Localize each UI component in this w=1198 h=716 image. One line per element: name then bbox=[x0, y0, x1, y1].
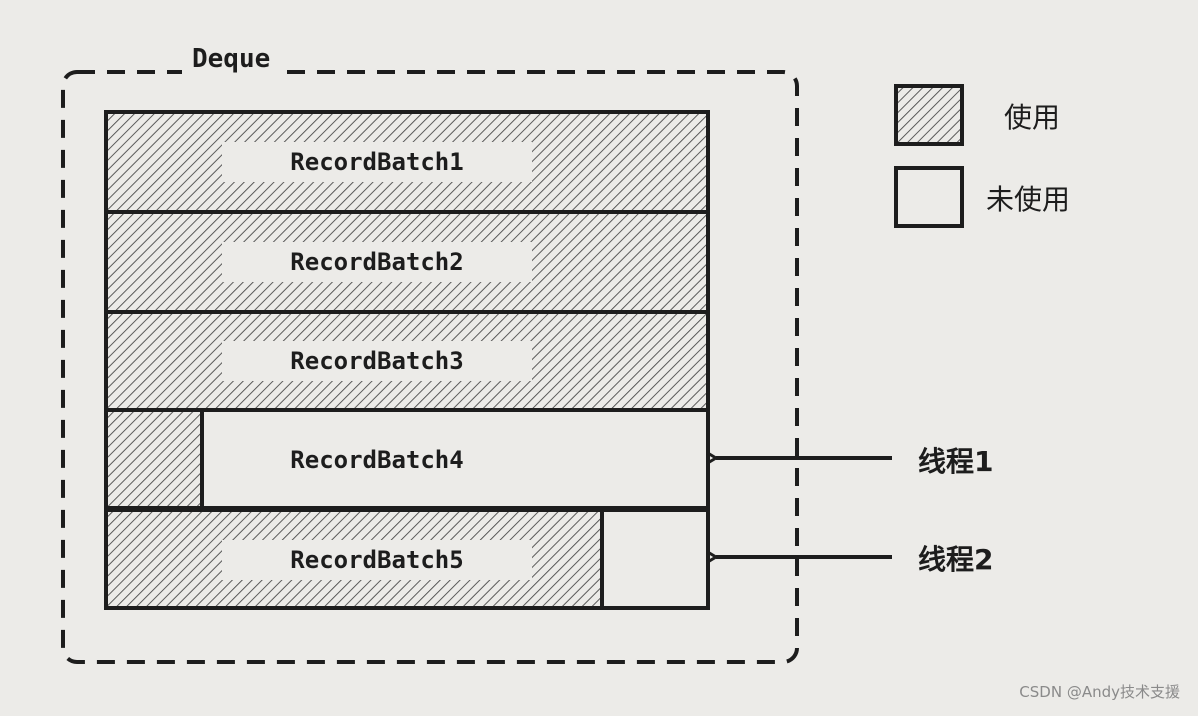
deque-label: Deque bbox=[182, 44, 281, 74]
batch-label-1: RecordBatch1 bbox=[222, 142, 532, 182]
legend-used-label: 使用 bbox=[1004, 101, 1061, 134]
thread-2-label: 线程2 bbox=[918, 543, 994, 576]
watermark: CSDN @Andy技术支援 bbox=[1019, 683, 1180, 701]
thread-1-label: 线程1 bbox=[918, 445, 994, 478]
batch-label-5: RecordBatch5 bbox=[222, 540, 532, 580]
legend-used-swatch bbox=[894, 84, 964, 146]
batch-used-area bbox=[106, 410, 202, 508]
batch-label-4: RecordBatch4 bbox=[222, 440, 532, 480]
batch-label-2: RecordBatch2 bbox=[222, 242, 532, 282]
deque-container bbox=[61, 70, 799, 664]
legend-unused-label: 未使用 bbox=[986, 183, 1071, 216]
legend-unused-swatch bbox=[894, 166, 964, 228]
batch-label-3: RecordBatch3 bbox=[222, 341, 532, 381]
